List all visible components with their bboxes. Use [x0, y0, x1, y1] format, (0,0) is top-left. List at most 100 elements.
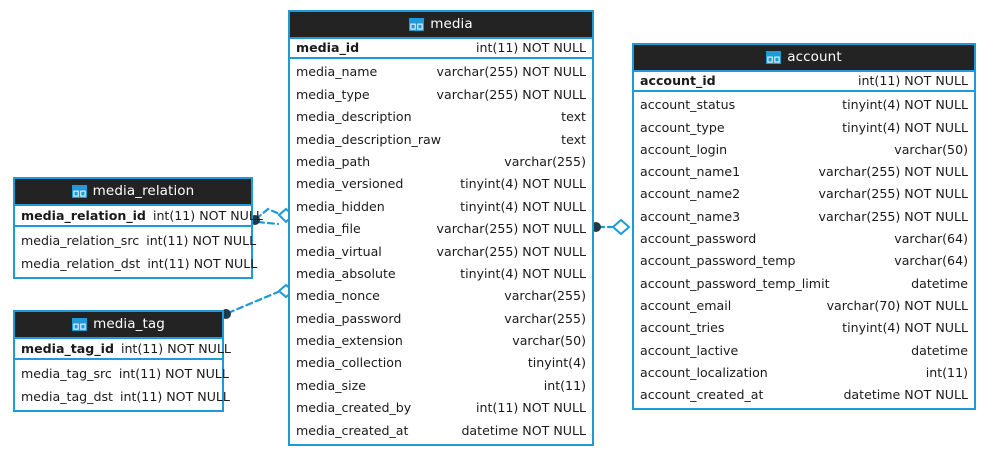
- field-type: int(11) NOT NULL: [119, 389, 230, 404]
- field-type: tinyint(4) NOT NULL: [842, 119, 968, 135]
- field-name: media_versioned: [296, 176, 404, 192]
- field-name: media_description: [296, 109, 412, 125]
- field-type: int(11) NOT NULL: [120, 341, 231, 356]
- field-name: account_lactive: [640, 342, 739, 358]
- field-name: media_extension: [296, 333, 403, 349]
- field-name: account_password_temp: [640, 253, 796, 269]
- field-row[interactable]: media_description_raw text: [290, 129, 592, 151]
- field-row[interactable]: media_extension varchar(50): [290, 330, 592, 352]
- field-type: int(11) NOT NULL: [147, 256, 258, 271]
- field-type: varchar(255): [504, 153, 586, 169]
- field-name: media_tag_src: [21, 366, 112, 381]
- field-name: media_description_raw: [296, 131, 442, 147]
- entity-title-media_relation: media_relation: [92, 183, 195, 199]
- entity-header-media: media: [290, 12, 592, 37]
- field-name: media_created_at: [296, 422, 409, 438]
- field-type: tinyint(4) NOT NULL: [460, 176, 586, 192]
- entity-media[interactable]: media media_id int(11) NOT NULL media_na…: [288, 10, 594, 447]
- field-row[interactable]: account_created_at datetime NOT NULL: [634, 384, 974, 406]
- field-type: varchar(50): [512, 333, 586, 349]
- entity-media_tag[interactable]: media_tag media_tag_id int(11) NOT NULL …: [13, 310, 231, 412]
- entity-header-account: account: [634, 45, 974, 70]
- entity-media_relation[interactable]: media_relation media_relation_id int(11)…: [13, 177, 263, 279]
- field-name: media_name: [296, 64, 378, 80]
- entity-header-media_relation: media_relation: [15, 179, 251, 204]
- field-row[interactable]: account_lactive datetime: [634, 340, 974, 362]
- field-type: tinyint(4) NOT NULL: [460, 198, 586, 214]
- field-name: account_tries: [640, 320, 725, 336]
- field-row[interactable]: media_tag_dst int(11) NOT NULL: [15, 385, 230, 408]
- field-type: tinyint(4) NOT NULL: [842, 97, 968, 113]
- field-type: int(11) NOT NULL: [858, 73, 968, 88]
- table-icon: [409, 18, 425, 31]
- field-row[interactable]: media_file varchar(255) NOT NULL: [290, 218, 592, 240]
- field-name: media_tag_dst: [21, 389, 113, 404]
- field-type: varchar(255) NOT NULL: [818, 164, 968, 180]
- field-list-media_tag: media_tag_src int(11) NOT NULL media_tag_…: [15, 360, 230, 410]
- entity-account[interactable]: account account_id int(11) NOT NULL acco…: [632, 43, 976, 411]
- field-row[interactable]: media_tag_src int(11) NOT NULL: [15, 362, 229, 385]
- field-name: media_id: [296, 40, 360, 55]
- field-type: datetime: [911, 342, 968, 358]
- field-name: media_virtual: [296, 243, 382, 259]
- field-name: account_created_at: [640, 387, 764, 403]
- field-type: datetime NOT NULL: [843, 387, 968, 403]
- field-type: int(11) NOT NULL: [152, 208, 263, 223]
- primary-key-row-media_relation[interactable]: media_relation_id int(11) NOT NULL: [15, 204, 263, 227]
- table-icon: [72, 318, 88, 331]
- field-type: int(11) NOT NULL: [118, 366, 229, 381]
- field-type: varchar(255) NOT NULL: [436, 64, 586, 80]
- field-row[interactable]: media_path varchar(255): [290, 151, 592, 173]
- field-type: varchar(255) NOT NULL: [818, 208, 968, 224]
- field-row[interactable]: media_name varchar(255) NOT NULL: [290, 61, 592, 83]
- field-row[interactable]: account_localization int(11): [634, 362, 974, 384]
- field-list-media: media_name varchar(255) NOT NULL media_ty…: [290, 59, 592, 444]
- field-row[interactable]: media_versioned tinyint(4) NOT NULL: [290, 173, 592, 195]
- field-name: media_file: [296, 221, 361, 237]
- field-type: text: [561, 109, 586, 125]
- primary-key-row-media[interactable]: media_id int(11) NOT NULL: [290, 37, 592, 60]
- field-name: media_size: [296, 377, 366, 393]
- field-type: varchar(255): [504, 310, 586, 326]
- field-type: text: [561, 131, 586, 147]
- field-name: media_path: [296, 153, 371, 169]
- field-name: account_localization: [640, 364, 768, 380]
- field-type: int(11): [925, 364, 968, 380]
- primary-key-row-media_tag[interactable]: media_tag_id int(11) NOT NULL: [15, 337, 231, 360]
- field-type: varchar(255) NOT NULL: [436, 86, 586, 102]
- field-name: media_relation_src: [21, 233, 140, 248]
- field-type: tinyint(4) NOT NULL: [460, 265, 586, 281]
- primary-key-row-account[interactable]: account_id int(11) NOT NULL: [634, 70, 974, 93]
- field-type: varchar(255) NOT NULL: [436, 221, 586, 237]
- field-type: varchar(255) NOT NULL: [818, 186, 968, 202]
- relationship-line-media_tag-media[interactable]: [226, 290, 280, 315]
- relationship-target-marker-account: [611, 218, 631, 236]
- field-row[interactable]: media_description text: [290, 106, 592, 128]
- field-type: datetime: [911, 275, 968, 291]
